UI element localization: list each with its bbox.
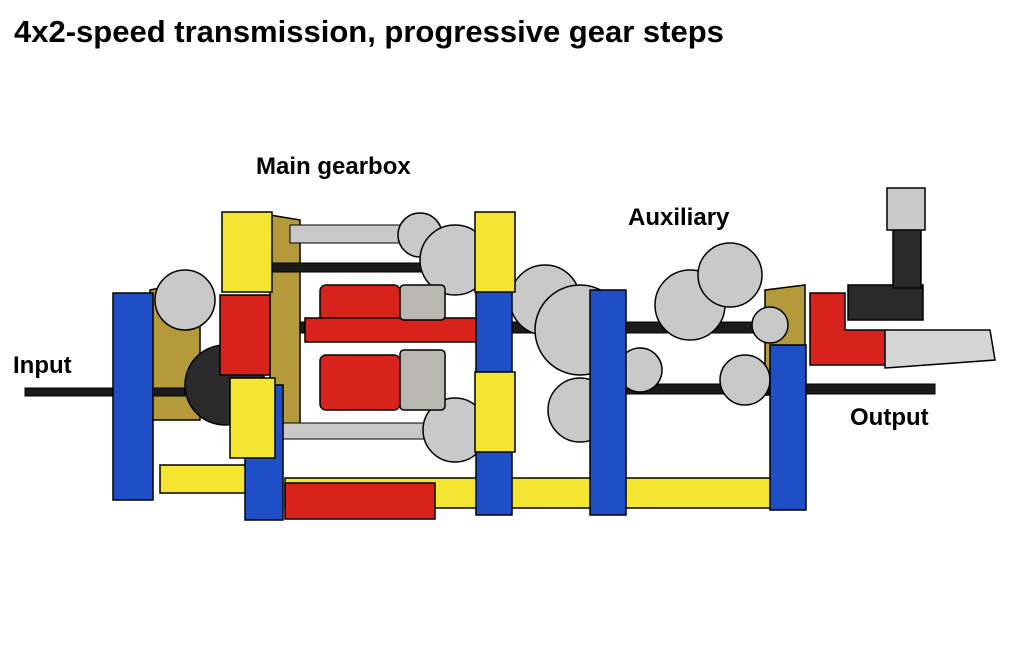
output-label: Output	[850, 404, 929, 431]
page-title: 4x2-speed transmission, progressive gear…	[14, 14, 724, 49]
yellow-blocks	[221, 211, 516, 459]
red-couplers	[219, 284, 486, 411]
red-angle-beam	[809, 187, 996, 369]
gray-cylinders	[399, 284, 446, 411]
bottom-beams	[159, 464, 786, 520]
auxiliary-label: Auxiliary	[628, 204, 730, 231]
main-gearbox-label: Main gearbox	[256, 153, 411, 180]
blue-beams	[112, 284, 807, 521]
input-label: Input	[13, 352, 72, 379]
